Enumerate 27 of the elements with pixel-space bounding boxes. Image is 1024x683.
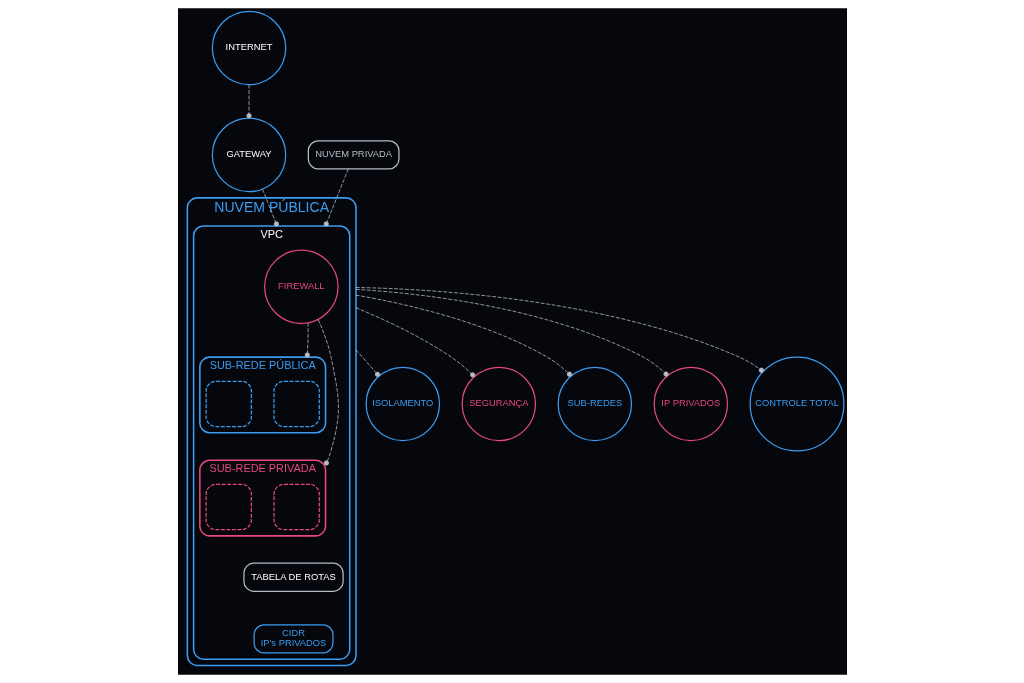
node-circle: SEGURANÇA [461,366,536,442]
connector [245,84,252,119]
connector [304,322,310,358]
node-circle: IP PRIVADOS [653,366,728,442]
connector [355,288,669,377]
node-circle: GATEWAY [211,117,286,193]
node-circle: SUB-REDES [557,366,632,442]
connector [261,188,279,227]
cluster: SUB-REDE PRIVADA [198,459,326,537]
node-box: TABELA DE ROTAS [242,562,344,592]
connector [355,307,475,378]
node-box: CIDR IP's PRIVADOS [253,624,334,654]
node-box [204,483,252,531]
node-box [204,380,252,428]
cluster: SUB-REDE PÚBLICA [198,356,326,434]
connector [323,168,349,227]
node-box [272,483,320,531]
node-circle: INTERNET [211,10,286,86]
connector [355,294,572,377]
node-circle: CONTROLE TOTAL [749,356,844,452]
connector [355,287,764,373]
node-circle: FIREWALL [263,249,339,325]
node-box: NUVEM PRIVADA [307,140,400,170]
node-box [272,380,320,428]
connector [317,319,339,466]
connector [355,349,380,377]
node-circle: ISOLAMENTO [365,366,440,442]
